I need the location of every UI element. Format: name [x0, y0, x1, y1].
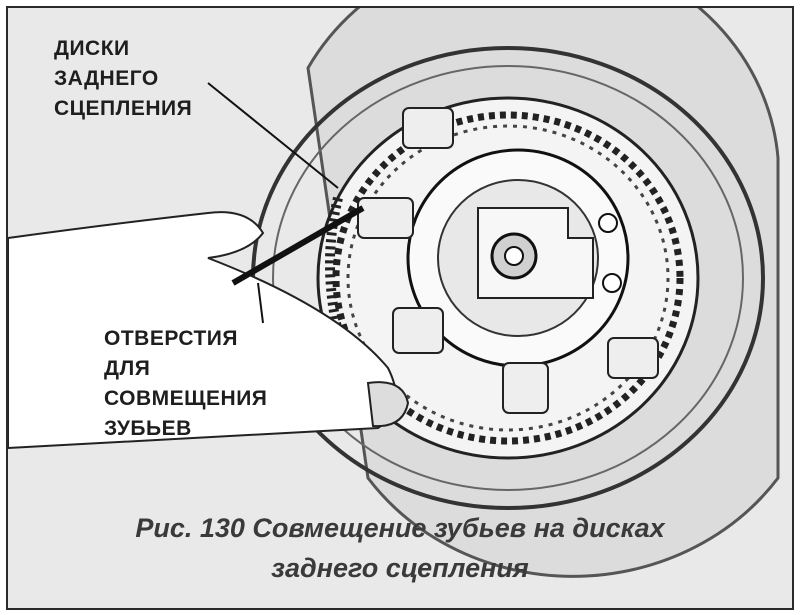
- lug-top-left: [402, 107, 454, 149]
- figure-frame: ДИСКИ ЗАДНЕГО СЦЕПЛЕНИЯ ОТВЕРСТИЯ ДЛЯ СО…: [6, 6, 794, 610]
- bolt-hole-1: [598, 213, 618, 233]
- disc-teeth-ring-inner: [346, 124, 670, 432]
- clutch-assembly-illustration: [8, 8, 780, 578]
- disc-teeth-ring: [332, 111, 684, 445]
- hand: [8, 211, 397, 450]
- housing-inner-rim: [272, 65, 744, 491]
- lug-bottom-left: [392, 307, 444, 354]
- bolt-hole-2: [602, 273, 622, 293]
- alignment-pick-tool: [231, 205, 365, 286]
- caption-line-2: заднего сцепления: [271, 553, 529, 583]
- figure-caption: Рис. 130 Совмещение зубьев на дисках зад…: [8, 508, 792, 588]
- shaft-center: [504, 246, 524, 266]
- thumbnail: [366, 381, 410, 428]
- label-rear-clutch-discs: ДИСКИ ЗАДНЕГО СЦЕПЛЕНИЯ: [54, 37, 193, 120]
- lug-left: [357, 197, 414, 239]
- leader-line-holes: [257, 282, 264, 324]
- leader-line-discs: [207, 82, 339, 189]
- label-alignment-holes: ОТВЕРСТИЯ ДЛЯ СОВМЕЩЕНИЯ ЗУБЬЕВ: [104, 327, 268, 440]
- lug-bottom-right: [607, 337, 659, 379]
- caption-line-1: Рис. 130 Совмещение зубьев на дисках: [135, 513, 665, 543]
- lug-bottom: [502, 362, 549, 414]
